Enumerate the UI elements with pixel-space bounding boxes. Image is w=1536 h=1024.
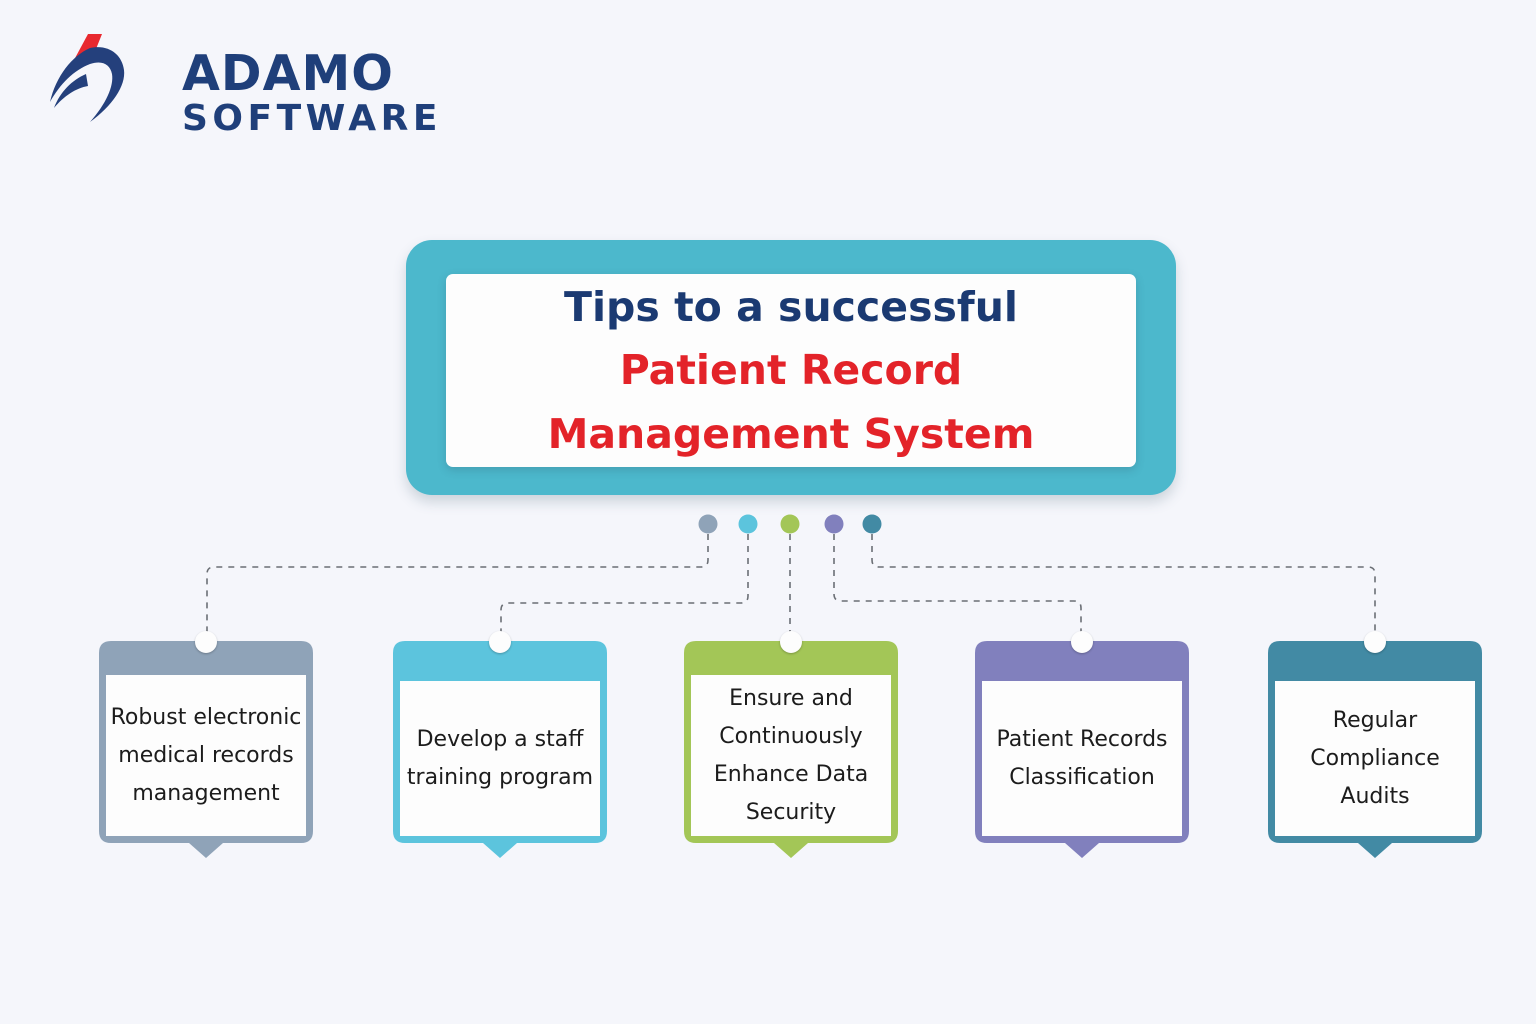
card-hanger-icon <box>195 631 217 653</box>
tip-card-staff-training[interactable]: Develop a staff training program <box>393 631 607 858</box>
dot-records-classification <box>824 514 844 534</box>
tip-card-robust-emr[interactable]: Robust electronic medical records manage… <box>99 631 313 858</box>
wire-to-records-classification <box>833 534 1082 640</box>
logo-software-text: SOFTWARE <box>182 98 442 139</box>
tip-card-data-security[interactable]: Ensure and Continuously Enhance Data Sec… <box>684 631 898 858</box>
card-label: Develop a staff training program <box>406 726 594 790</box>
card-inner-panel: Regular Compliance Audits <box>1275 681 1475 836</box>
adamo-swoosh-icon <box>46 30 138 130</box>
title-line-3: Management System <box>547 409 1035 458</box>
tip-card-records-classification[interactable]: Patient Records Classification <box>975 631 1189 858</box>
wire-to-staff-training <box>500 534 749 640</box>
dot-robust-emr <box>698 514 718 534</box>
wire-to-robust-emr <box>206 534 709 640</box>
logo-wordmark: ADAMO SOFTWARE <box>182 45 442 140</box>
title-card-frame: Tips to a successful Patient Record Mana… <box>406 240 1176 495</box>
title-card-inner: Tips to a successful Patient Record Mana… <box>446 274 1136 467</box>
card-label: Regular Compliance Audits <box>1310 707 1440 809</box>
card-inner-panel: Patient Records Classification <box>982 681 1182 836</box>
dot-compliance-audits <box>862 514 882 534</box>
card-hanger-icon <box>1071 631 1093 653</box>
card-inner-panel: Ensure and Continuously Enhance Data Sec… <box>691 675 891 836</box>
dot-data-security <box>780 514 800 534</box>
title-line-1: Tips to a successful <box>564 282 1018 331</box>
title-line-2: Patient Record <box>619 345 963 394</box>
card-inner-panel: Develop a staff training program <box>400 681 600 836</box>
tip-card-compliance-audits[interactable]: Regular Compliance Audits <box>1268 631 1482 858</box>
logo-adamo-text: ADAMO <box>182 45 394 102</box>
adamo-software-logo: ADAMO SOFTWARE <box>46 28 437 139</box>
wire-to-compliance-audits <box>871 534 1376 640</box>
card-label: Robust electronic medical records manage… <box>110 704 302 806</box>
card-label: Patient Records Classification <box>996 726 1168 790</box>
card-hanger-icon <box>780 631 802 653</box>
card-hanger-icon <box>1364 631 1386 653</box>
card-hanger-icon <box>489 631 511 653</box>
card-inner-panel: Robust electronic medical records manage… <box>106 675 306 836</box>
dot-staff-training <box>738 514 758 534</box>
card-label: Ensure and Continuously Enhance Data Sec… <box>713 685 869 825</box>
